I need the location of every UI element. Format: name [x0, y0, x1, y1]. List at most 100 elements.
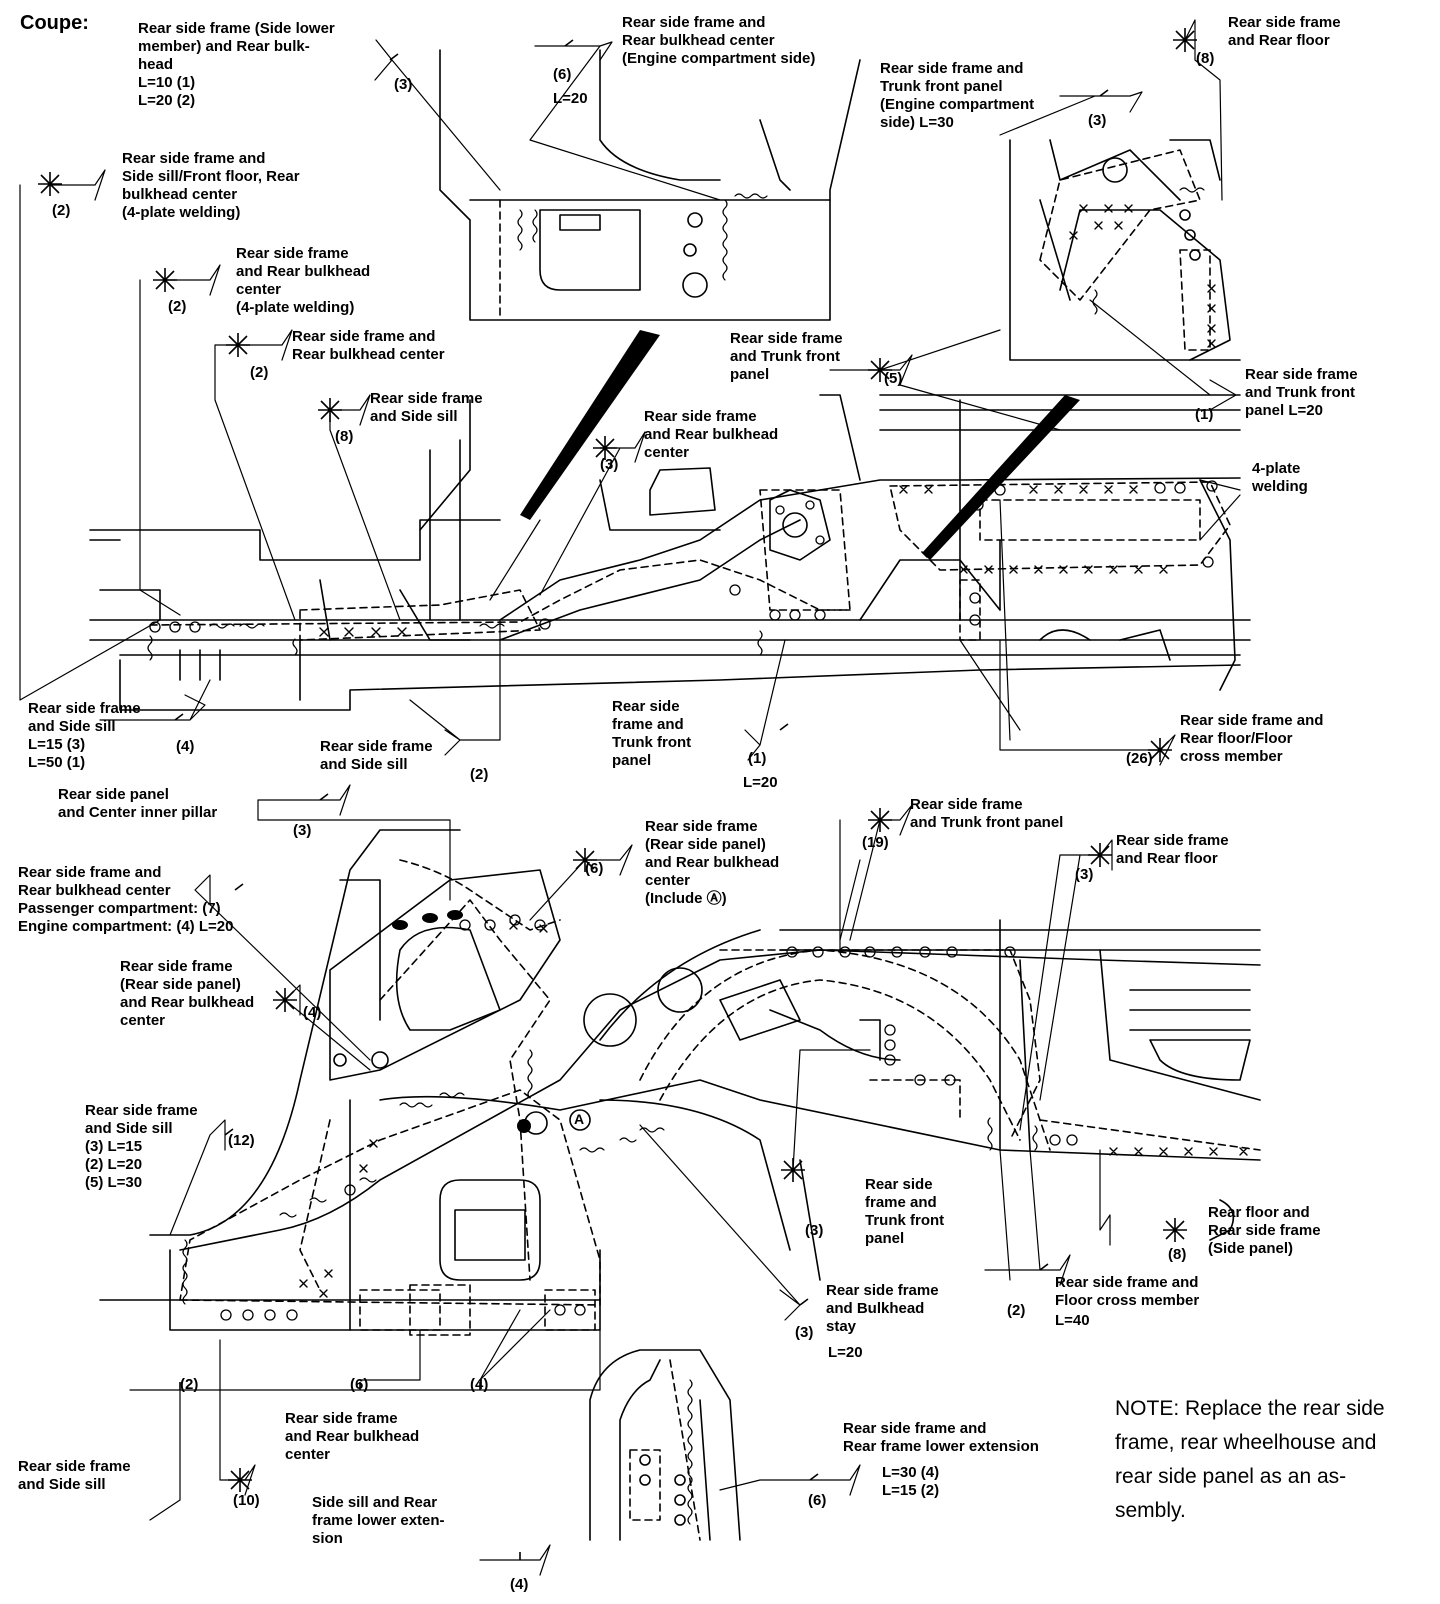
label-line: (4-plate welding)	[236, 299, 355, 316]
label-line: (Rear side panel)	[645, 836, 766, 853]
marker-a: A	[574, 1111, 585, 1127]
count-label: (3)	[795, 1324, 814, 1341]
count-label: (5)	[884, 370, 903, 387]
count-label: (19)	[862, 834, 889, 851]
count-label: (2)	[168, 298, 187, 315]
count-label: (3)	[600, 456, 619, 473]
spot-weld-marks-upper	[149, 480, 1218, 633]
weld-blob	[447, 910, 463, 920]
label-line: frame and	[865, 1194, 937, 1211]
label-line: Rear side frame and	[843, 1420, 987, 1437]
label-line: Rear side frame	[730, 330, 843, 347]
label-line: (2) L=20	[85, 1156, 143, 1173]
label-line: Rear side frame and	[622, 14, 766, 31]
note-line: rear side panel as an as-	[1115, 1465, 1347, 1488]
label-line: (4-plate welding)	[122, 204, 241, 221]
label-line: Rear frame lower extension	[843, 1438, 1039, 1455]
label-line: center	[285, 1446, 331, 1463]
label-line: L=50 (1)	[28, 754, 86, 771]
label-line: Rear side frame	[28, 700, 141, 717]
label-line: and Side sill	[85, 1120, 173, 1137]
label-line: and Rear floor	[1116, 850, 1218, 867]
label-line: center	[120, 1012, 166, 1029]
label-line: Floor cross member	[1055, 1292, 1200, 1309]
count-label: (1)	[1195, 406, 1214, 423]
count-label: (8)	[1196, 50, 1215, 67]
count-label: (10)	[233, 1492, 260, 1509]
count-label: (4)	[470, 1376, 489, 1393]
label-line: Rear side frame and	[122, 150, 266, 167]
note-line: frame, rear wheelhouse and	[1115, 1431, 1377, 1454]
label-line: and Side sill	[320, 756, 408, 773]
count-label: (2)	[470, 766, 489, 783]
label-line: Trunk front panel	[880, 78, 1003, 95]
label-line: Rear side frame	[826, 1282, 939, 1299]
inset-trunk-front	[1009, 139, 1241, 361]
label-line: Rear bulkhead center	[622, 32, 775, 49]
diagram-title: Coupe:	[20, 12, 89, 34]
label-line: Rear side frame	[910, 796, 1023, 813]
label-line: Rear side frame	[285, 1410, 398, 1427]
label-line: bulkhead center	[122, 186, 238, 203]
label-line: Rear side frame	[85, 1102, 198, 1119]
count-label: (6)	[808, 1492, 827, 1509]
label-line: and Side sill	[370, 408, 458, 425]
label-rear-side-panel-4: Rear side frame(Rear side panel)and Rear…	[120, 958, 254, 1030]
label-line: Trunk front	[612, 734, 692, 751]
count-label: (3)	[394, 76, 413, 93]
label-line: and Rear bulkhead	[644, 426, 779, 443]
weld-blob	[422, 913, 438, 923]
label-rear-side-panel-bulkhead: Rear side frame(Rear side panel)and Rear…	[645, 818, 779, 908]
count-label: (26)	[1126, 750, 1153, 767]
count-label: (6)	[350, 1376, 369, 1393]
label-line: 4-plate	[1252, 460, 1301, 477]
label-line: Rear bulkhead center	[18, 882, 171, 899]
label-line: Rear side frame and	[880, 60, 1024, 77]
label-line: and Rear bulkhead	[120, 994, 255, 1011]
label-line: Side sill and Rear	[312, 1494, 438, 1511]
label-line: and Bulkhead	[826, 1300, 925, 1317]
weld-blob	[392, 920, 408, 930]
label-line: (Include Ⓐ)	[645, 890, 727, 907]
label-line: frame and	[612, 716, 684, 733]
inset-frame-lower-extension	[589, 1349, 741, 1541]
label-line: and Rear bulkhead	[285, 1428, 420, 1445]
label-line: (Engine compartment side)	[622, 50, 816, 67]
label-line: and Rear floor	[1228, 32, 1330, 49]
label-line: (Engine compartment	[880, 96, 1035, 113]
label-line: Rear side frame	[645, 818, 758, 835]
length-label: L=20	[743, 774, 778, 791]
label-line: Rear side panel	[58, 786, 169, 803]
label-line: head	[138, 56, 174, 73]
label-line: (5) L=30	[85, 1174, 143, 1191]
count-label: (6)	[585, 860, 604, 877]
count-label: (4)	[510, 1576, 529, 1593]
label-line: and Trunk front panel	[910, 814, 1064, 831]
seam-welds-lower	[182, 1049, 1038, 1305]
label-line: Rear side frame (Side lower	[138, 20, 335, 37]
count-label: (2)	[250, 364, 269, 381]
count-label: (6)	[553, 66, 572, 83]
label-line: Rear bulkhead center	[292, 346, 445, 363]
label-line: stay	[826, 1318, 857, 1335]
label-line: and Trunk front	[1245, 384, 1355, 401]
label-line: Rear side frame	[320, 738, 433, 755]
label-line: Rear side frame	[1116, 832, 1229, 849]
count-label: (2)	[52, 202, 71, 219]
note-line: NOTE: Replace the rear side	[1115, 1397, 1385, 1420]
label-line: and Rear bulkhead	[645, 854, 780, 871]
label-line: (3) L=15	[85, 1138, 143, 1155]
